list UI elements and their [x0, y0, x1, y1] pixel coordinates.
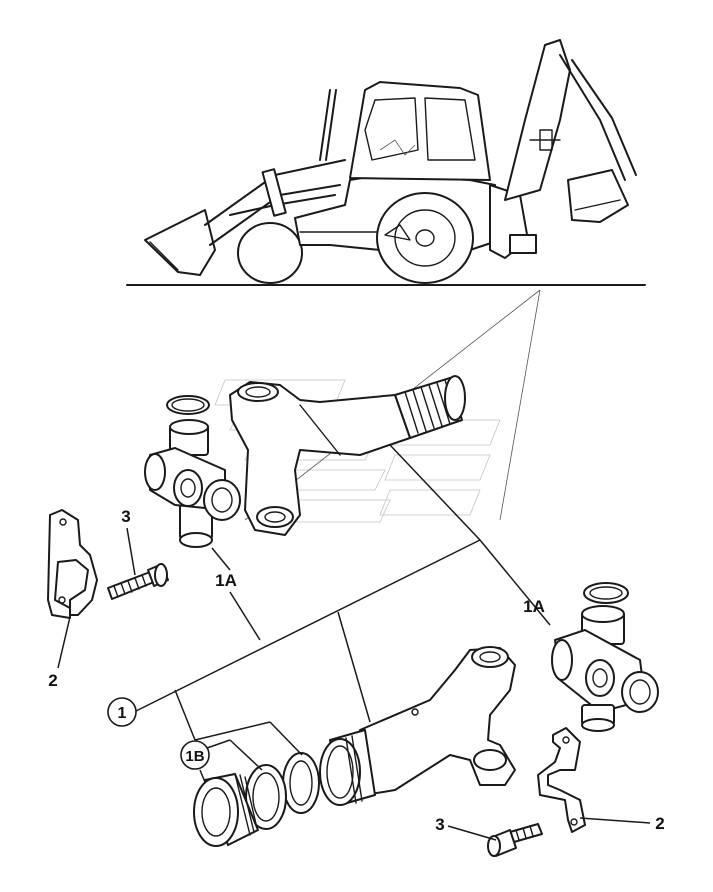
callout-3-top: 3 — [121, 507, 130, 526]
slip-yoke — [319, 646, 516, 806]
backhoe-boom — [504, 39, 571, 201]
callout-1b-circle — [180, 740, 210, 770]
leader-lines — [57, 444, 651, 841]
callout-3-bottom: 3 — [435, 815, 444, 834]
front-wheel — [237, 222, 303, 284]
backhoe-bucket — [567, 169, 629, 223]
cab — [349, 81, 491, 181]
front-bucket — [144, 209, 216, 276]
clamp-strap-left — [47, 509, 98, 619]
bolt-top — [107, 563, 169, 600]
universal-joint-cross-top — [144, 419, 241, 548]
seal-ring-outer — [282, 752, 320, 814]
universal-joint-cross-right — [551, 582, 659, 732]
bolt-bottom — [487, 823, 543, 857]
callout-1a-left: 1A — [215, 571, 237, 590]
callout-2-right: 2 — [655, 814, 664, 833]
callout-2-left: 2 — [48, 671, 57, 690]
shaft-yoke-top — [166, 375, 466, 536]
callout-1b: 1B — [185, 748, 204, 765]
rear-wheel — [376, 192, 474, 284]
callout-labels: 1 1B 1A 1A 2 2 3 3 — [48, 507, 664, 834]
callout-1a-right: 1A — [523, 597, 545, 616]
callout-1: 1 — [118, 705, 127, 722]
callout-1-circle — [107, 697, 137, 727]
dust-cap-nut — [193, 773, 259, 847]
clamp-strap-right — [537, 727, 586, 833]
backhoe-loader-illustration — [126, 39, 646, 286]
